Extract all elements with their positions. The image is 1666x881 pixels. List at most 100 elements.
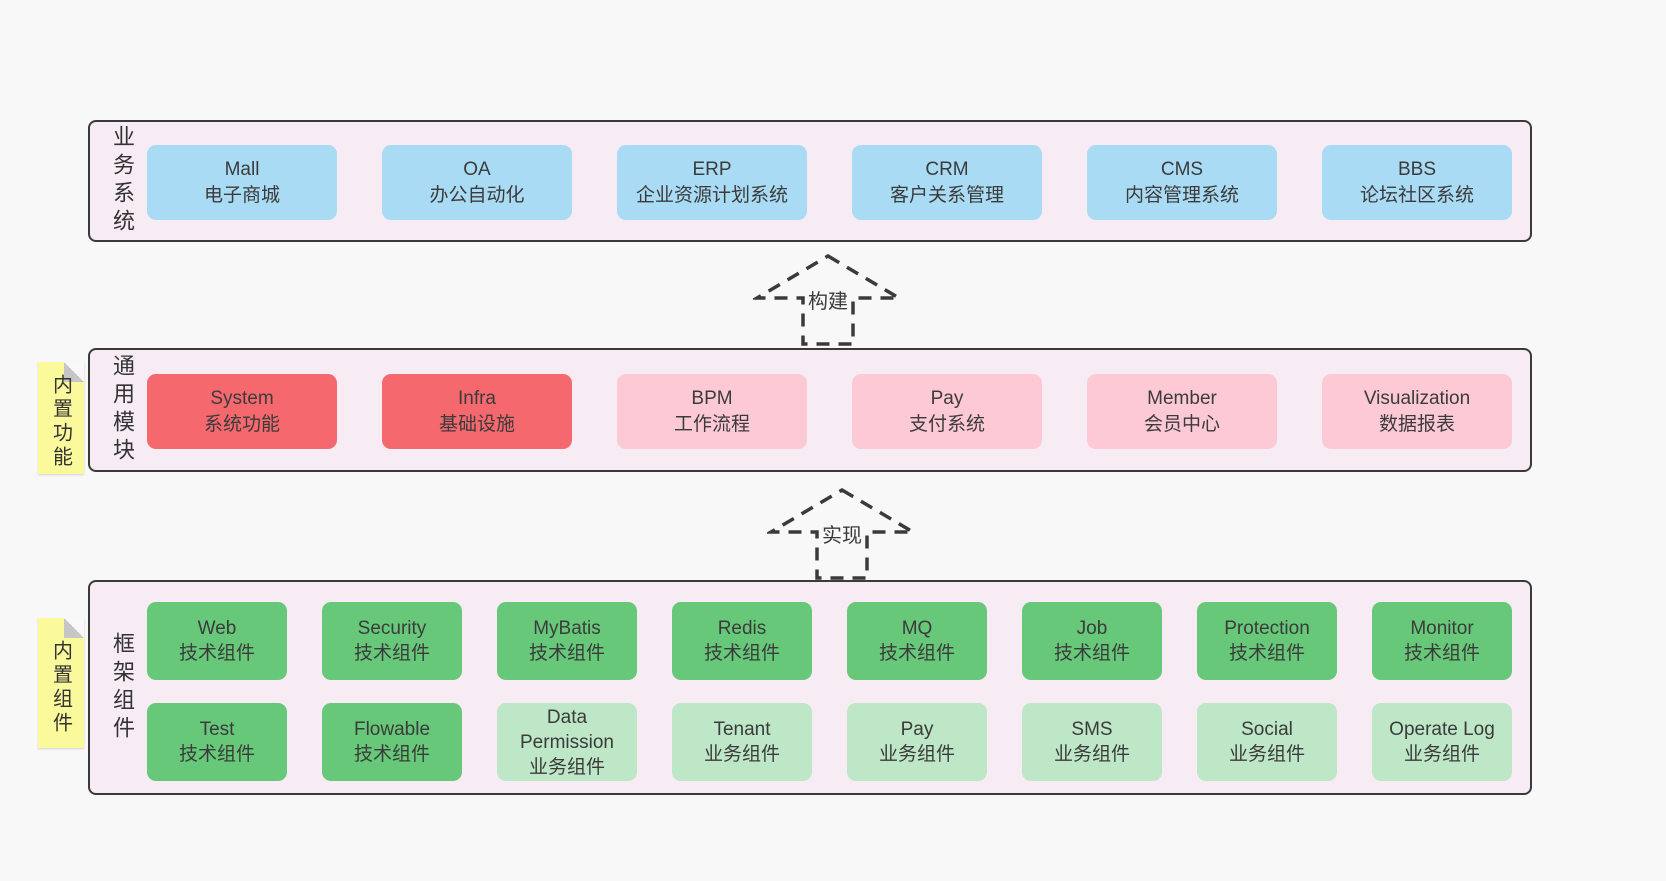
module-subtitle: 业务组件 (1403, 744, 1480, 765)
module-title: SMS (1071, 719, 1113, 740)
module-title: ERP (692, 158, 732, 180)
module-subtitle: 业务组件 (703, 744, 780, 765)
module-box-visualization: Visualization 数据报表 (1322, 374, 1512, 449)
module-subtitle: 技术组件 (528, 643, 605, 664)
folded-corner-icon (64, 618, 84, 638)
module-title: Mall (224, 158, 260, 180)
module-subtitle: 业务组件 (878, 744, 955, 765)
module-box-member: Member 会员中心 (1087, 374, 1277, 449)
module-title: Infra (457, 387, 497, 409)
module-subtitle: 电子商城 (203, 184, 280, 206)
module-box-cms: CMS 内容管理系统 (1087, 145, 1277, 220)
module-subtitle: 业务组件 (1053, 744, 1130, 765)
module-subtitle: 内容管理系统 (1124, 184, 1239, 206)
module-row: Mall 电子商城 OA 办公自动化 ERP 企业资源计划系统 CRM 客户关系管理 CMS 内容… (147, 145, 1512, 220)
module-title: Pay (930, 387, 964, 409)
module-box-mybatis: MyBatis 技术组件 (497, 602, 637, 680)
band-business-systems: 业务系统 Mall 电子商城 OA 办公自动化 ERP 企业资源计划系统 CRM 客户关系管理… (88, 120, 1532, 242)
module-box-oa: OA 办公自动化 (382, 145, 572, 220)
module-title: Member (1147, 387, 1217, 409)
module-box-mall: Mall 电子商城 (147, 145, 337, 220)
module-title: BBS (1397, 158, 1437, 180)
module-subtitle: 系统功能 (203, 413, 280, 435)
module-subtitle: 数据报表 (1378, 413, 1455, 435)
module-box-protection: Protection 技术组件 (1197, 602, 1337, 680)
module-box-monitor: Monitor 技术组件 (1372, 602, 1512, 680)
module-title: CMS (1160, 158, 1204, 180)
module-subtitle: 技术组件 (703, 643, 780, 664)
module-title: Redis (717, 618, 767, 639)
module-subtitle: 技术组件 (178, 643, 255, 664)
module-box-flowable: Flowable 技术组件 (322, 703, 462, 781)
module-subtitle: 会员中心 (1143, 413, 1220, 435)
module-title: Visualization (1363, 387, 1471, 409)
module-box-sms: SMS 业务组件 (1022, 703, 1162, 781)
module-title: MyBatis (533, 618, 601, 639)
module-subtitle: 工作流程 (673, 413, 750, 435)
module-title: Job (1076, 618, 1108, 639)
module-row: System 系统功能 Infra 基础设施 BPM 工作流程 Pay 支付系统 Member 会… (147, 374, 1512, 449)
sticky-note-built-in-features: 内置功能 (38, 362, 84, 474)
module-subtitle: 业务组件 (528, 756, 605, 778)
module-title: Monitor (1410, 618, 1474, 639)
module-title: Pay (900, 719, 934, 740)
module-title: MQ (901, 618, 933, 639)
module-subtitle: 技术组件 (1053, 643, 1130, 664)
sticky-label: 内置组件 (49, 640, 72, 737)
module-title: Protection (1224, 618, 1310, 639)
module-box-security: Security 技术组件 (322, 602, 462, 680)
module-title: Test (199, 719, 235, 740)
implement-arrow: 实现 (767, 486, 917, 582)
module-subtitle: 技术组件 (1228, 643, 1305, 664)
band-label: 业务系统 (110, 125, 135, 237)
module-title: System (210, 387, 274, 409)
module-title: Flowable (353, 719, 431, 740)
module-box-infra: Infra 基础设施 (382, 374, 572, 449)
module-subtitle: 业务组件 (1228, 744, 1305, 765)
module-box-erp: ERP 企业资源计划系统 (617, 145, 807, 220)
module-title: OA (463, 158, 491, 180)
module-box-bpm: BPM 工作流程 (617, 374, 807, 449)
module-subtitle: 支付系统 (908, 413, 985, 435)
module-subtitle: 企业资源计划系统 (635, 184, 788, 206)
band-label: 框架组件 (110, 631, 135, 744)
module-box-job: Job 技术组件 (1022, 602, 1162, 680)
arrow-label: 实现 (819, 519, 865, 548)
module-title: Tenant (713, 719, 771, 740)
band-rows: System 系统功能 Infra 基础设施 BPM 工作流程 Pay 支付系统 Member 会… (147, 374, 1512, 449)
sticky-note-built-in-components: 内置组件 (38, 618, 84, 748)
module-box-data-permission: Data Permission 业务组件 (497, 703, 637, 781)
module-title: Security (357, 618, 427, 639)
module-subtitle: 技术组件 (353, 643, 430, 664)
module-box-system: System 系统功能 (147, 374, 337, 449)
module-title: BPM (691, 387, 733, 409)
arrow-label: 构建 (805, 285, 851, 314)
module-title: Data Permission (520, 706, 614, 753)
module-box-pay: Pay 业务组件 (847, 703, 987, 781)
dashed-up-arrow-icon (767, 487, 917, 580)
module-subtitle: 技术组件 (353, 744, 430, 765)
module-subtitle: 基础设施 (438, 413, 515, 435)
module-box-pay: Pay 支付系统 (852, 374, 1042, 449)
module-subtitle: 客户关系管理 (889, 184, 1004, 206)
build-arrow: 构建 (753, 252, 903, 348)
folded-corner-icon (64, 362, 84, 382)
module-title: CRM (925, 158, 969, 180)
band-rows: Mall 电子商城 OA 办公自动化 ERP 企业资源计划系统 CRM 客户关系管理 CMS 内容… (147, 145, 1512, 220)
dashed-up-arrow-icon (753, 253, 903, 346)
module-subtitle: 技术组件 (1403, 643, 1480, 664)
module-box-redis: Redis 技术组件 (672, 602, 812, 680)
module-box-crm: CRM 客户关系管理 (852, 145, 1042, 220)
module-subtitle: 办公自动化 (429, 184, 525, 206)
